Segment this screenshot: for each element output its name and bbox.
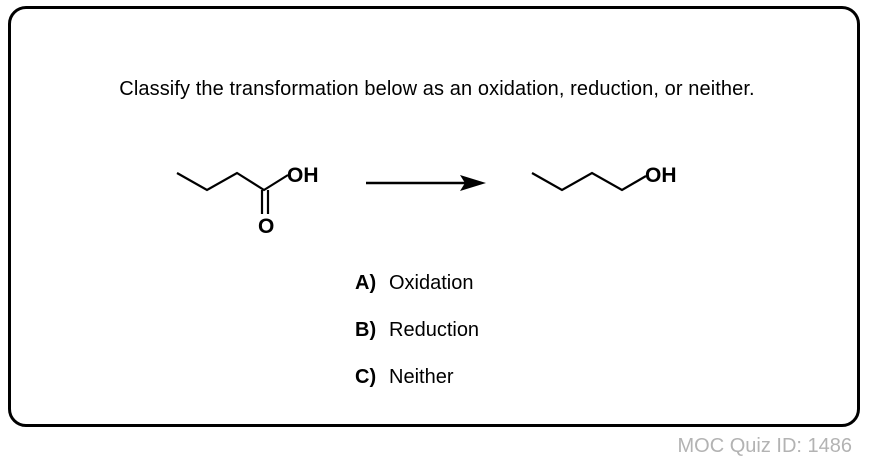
arrow-head-icon bbox=[460, 175, 486, 191]
option-a[interactable]: A) Oxidation bbox=[355, 272, 474, 295]
product-hydroxyl-label: OH bbox=[645, 164, 677, 187]
quiz-card bbox=[8, 6, 860, 427]
option-b[interactable]: B) Reduction bbox=[355, 319, 479, 342]
question-text: Classify the transformation below as an … bbox=[119, 78, 755, 100]
product-carbon-chain bbox=[531, 171, 647, 192]
option-a-label: Oxidation bbox=[389, 272, 474, 294]
option-b-letter: B) bbox=[355, 319, 377, 341]
quiz-id-footer: MOC Quiz ID: 1486 bbox=[677, 435, 852, 457]
product-butanol: OH bbox=[531, 164, 677, 192]
option-c-letter: C) bbox=[355, 366, 377, 388]
option-c[interactable]: C) Neither bbox=[355, 366, 453, 389]
option-c-label: Neither bbox=[389, 366, 454, 388]
option-a-letter: A) bbox=[355, 272, 377, 294]
reactant-carbon-chain bbox=[176, 171, 289, 192]
reactant-carbonyl-oxygen-label: O bbox=[258, 215, 274, 238]
option-b-label: Reduction bbox=[389, 319, 480, 341]
reaction-arrow bbox=[366, 175, 486, 191]
reactant-butanoic-acid: OH O bbox=[176, 164, 319, 238]
reactant-hydroxyl-label: OH bbox=[287, 164, 319, 187]
